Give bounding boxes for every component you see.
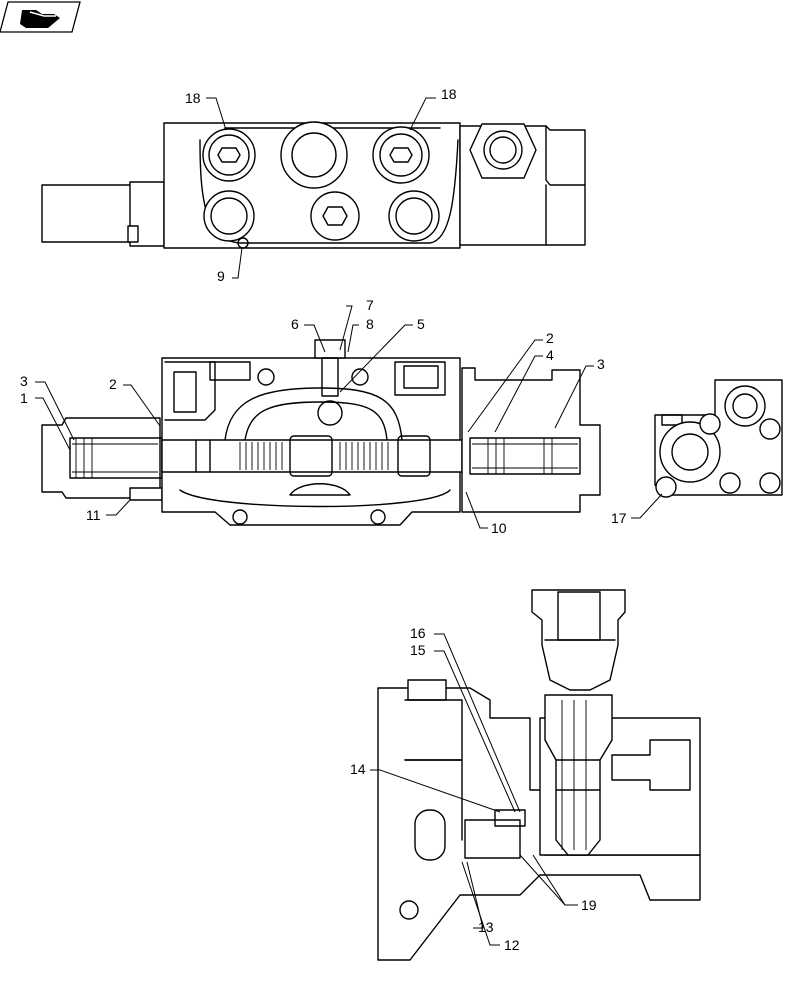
callout-14: 14 <box>350 761 366 777</box>
callout-9: 9 <box>217 268 225 284</box>
callout-3-right: 3 <box>597 356 605 372</box>
callout-labels: 18 18 9 7 6 8 5 3 1 2 11 2 4 3 10 17 16 … <box>20 86 627 953</box>
callout-11: 11 <box>86 507 101 523</box>
callout-2-right: 2 <box>546 330 554 346</box>
callout-5: 5 <box>417 316 425 332</box>
callout-4: 4 <box>546 347 554 363</box>
callout-18-left: 18 <box>185 90 201 106</box>
valve-section-view <box>41 339 601 526</box>
book-arrow-icon[interactable] <box>0 1 81 33</box>
relief-valve-detail <box>377 589 701 961</box>
callout-15: 15 <box>410 642 426 658</box>
callout-19: 19 <box>581 897 597 913</box>
callout-16: 16 <box>410 625 426 641</box>
valve-top-view <box>41 121 586 249</box>
callout-2-left: 2 <box>109 376 117 392</box>
end-cover-view <box>654 379 783 498</box>
callout-10: 10 <box>491 520 507 536</box>
callout-17: 17 <box>611 510 627 526</box>
callout-13: 13 <box>478 919 494 935</box>
callout-1: 1 <box>20 390 28 406</box>
callout-3-left: 3 <box>20 373 28 389</box>
callout-12: 12 <box>504 937 520 953</box>
callout-8: 8 <box>366 316 374 332</box>
callout-leaders <box>35 97 663 946</box>
callout-6: 6 <box>291 316 299 332</box>
callout-7: 7 <box>366 297 374 313</box>
callout-18-right: 18 <box>441 86 457 102</box>
